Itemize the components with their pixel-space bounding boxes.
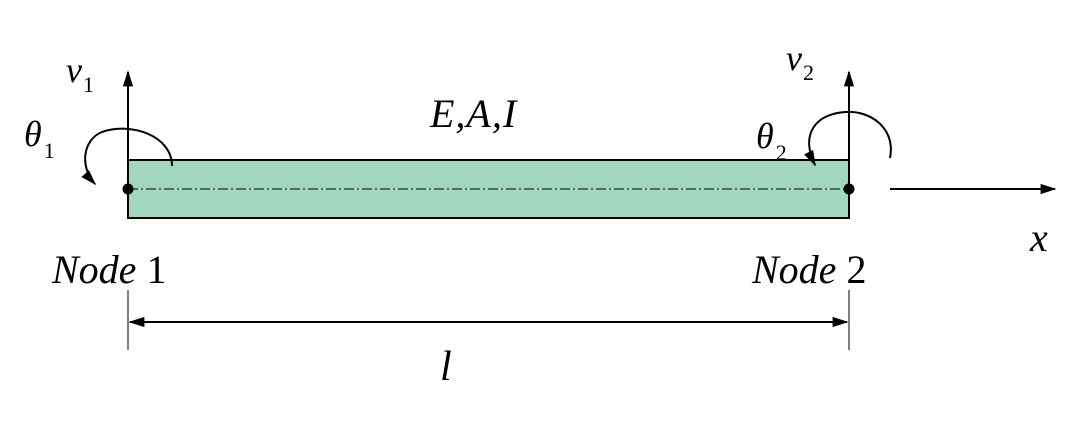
theta1-symbol: θ [24,114,42,154]
v2-index: 2 [802,60,814,85]
v1-symbol: v [66,50,82,90]
theta2-label: θ2 [756,116,787,164]
theta1-index: 1 [43,138,55,163]
length-label: l [440,344,452,390]
node-1-number: 1 [146,247,167,292]
theta2-rotation-arrow [803,110,892,167]
node-1-label: Node 1 [52,250,166,290]
v2-symbol: v [786,38,802,78]
node-1-word: Node [52,247,137,292]
x-axis-label: x [1030,215,1048,260]
node-2-label: Node 2 [752,250,866,290]
section-properties-label: E,A,I [430,91,518,136]
node-2-word: Node [752,247,837,292]
theta2-index: 2 [775,140,787,165]
theta1-rotation-arrow [81,127,173,186]
node-2-number: 2 [846,247,867,292]
v1-index: 1 [82,72,94,97]
theta2-symbol: θ [756,116,774,156]
v1-label: v1 [66,50,94,96]
v2-label: v2 [786,38,814,84]
theta1-label: θ1 [24,114,55,162]
